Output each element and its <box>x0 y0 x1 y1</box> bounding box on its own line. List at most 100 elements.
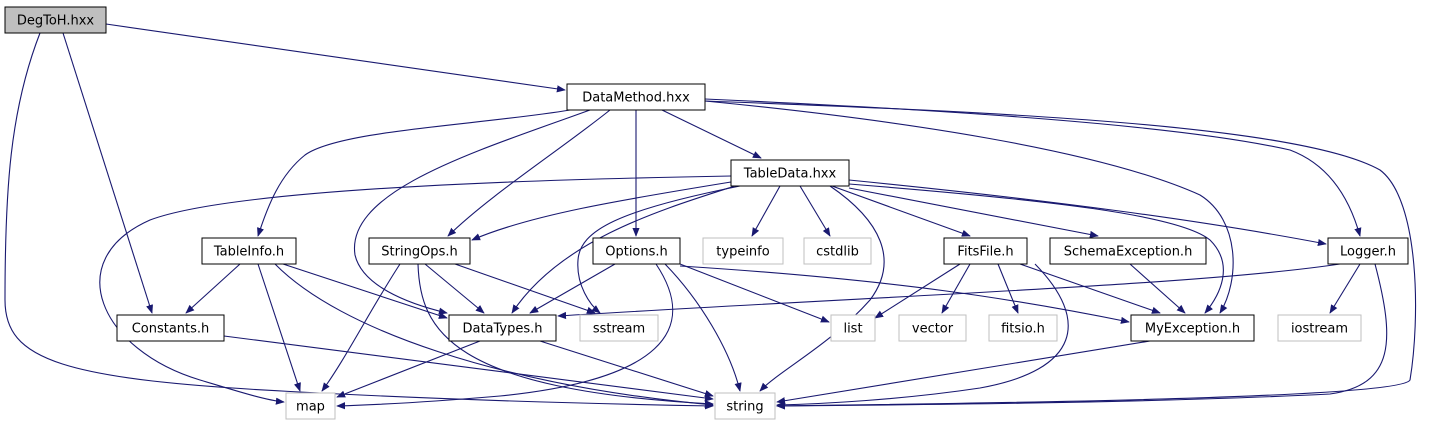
node-box-cstdlib <box>803 237 872 265</box>
node-label-constants: Constants.h <box>132 322 210 337</box>
edge-tabledata-to-logger <box>848 179 1327 247</box>
edge-datamethod-to-myexception <box>704 100 1234 314</box>
node-box-datatypes <box>448 314 557 342</box>
edge-tabledata-to-datatypes <box>511 185 736 314</box>
node-label-cstdlib: cstdlib <box>816 245 859 260</box>
node-label-sstream: sstream <box>593 322 645 337</box>
edge-tabledata-to-stringops <box>471 181 732 241</box>
edge-tableinfo-to-datatypes <box>282 263 448 319</box>
edge-datamethod-to-datatypes <box>354 109 591 315</box>
edge-tableinfo-to-map <box>257 263 301 392</box>
node-box-sstream <box>579 314 659 342</box>
node-list: list <box>830 314 876 342</box>
node-label-logger: Logger.h <box>1340 245 1396 260</box>
node-box-stringops <box>368 237 471 265</box>
node-box-logger <box>1327 237 1409 265</box>
node-tableinfo[interactable]: TableInfo.h <box>201 237 297 265</box>
edge-options-to-datatypes <box>529 263 616 314</box>
node-box-tabledata <box>730 159 850 187</box>
node-box-myexception <box>1130 314 1255 342</box>
node-options[interactable]: Options.h <box>592 237 681 265</box>
edge-tabledata-to-cstdlib <box>799 185 831 237</box>
node-label-datatypes: DataTypes.h <box>462 322 542 337</box>
node-box-fitsfile <box>943 237 1028 265</box>
edge-datatypes-to-string <box>539 340 714 397</box>
node-box-datamethod <box>566 83 706 111</box>
node-box-tableinfo <box>201 237 297 265</box>
node-box-iostream <box>1277 314 1362 342</box>
nodes-layer: DegToH.hxxDataMethod.hxxTableData.hxxTab… <box>4 6 1409 420</box>
edge-logger-to-string <box>776 263 1388 410</box>
edge-tableinfo-to-constants <box>185 263 241 314</box>
edge-degtoh-to-string <box>4 32 714 410</box>
node-logger[interactable]: Logger.h <box>1327 237 1409 265</box>
node-box-fitsio <box>988 314 1058 342</box>
edge-tabledata-to-myexception <box>848 183 1224 314</box>
edge-datamethod-to-tableinfo <box>257 109 571 237</box>
node-schemaexception[interactable]: SchemaException.h <box>1049 237 1207 265</box>
edge-options-to-list <box>679 263 830 323</box>
node-box-string <box>714 392 776 420</box>
node-box-vector <box>898 314 967 342</box>
node-label-iostream: iostream <box>1291 322 1348 337</box>
edge-stringops-to-datatypes <box>424 263 485 314</box>
node-datatypes[interactable]: DataTypes.h <box>448 314 557 342</box>
node-datamethod[interactable]: DataMethod.hxx <box>566 83 706 111</box>
edge-fitsfile-to-list <box>874 263 961 319</box>
node-stringops[interactable]: StringOps.h <box>368 237 471 265</box>
edge-fitsfile-to-vector <box>941 263 971 314</box>
edge-datatypes-to-map <box>336 340 481 398</box>
node-label-fitsfile: FitsFile.h <box>957 245 1013 260</box>
node-label-vector: vector <box>912 322 954 337</box>
node-box-constants <box>116 314 225 342</box>
node-box-schemaexception <box>1049 237 1207 265</box>
edge-schemaexception-to-myexception <box>1129 263 1186 314</box>
node-label-myexception: MyException.h <box>1145 322 1240 337</box>
edge-tabledata-to-sstream <box>577 185 741 314</box>
node-box-options <box>592 237 681 265</box>
edge-options-to-map <box>336 263 674 410</box>
edge-tabledata-to-typeinfo <box>751 185 781 237</box>
node-box-degtoh <box>4 6 107 34</box>
edge-datamethod-to-string <box>704 100 1417 410</box>
node-label-datamethod: DataMethod.hxx <box>582 91 690 106</box>
edge-fitsfile-to-string <box>776 263 1069 409</box>
edge-datamethod-to-tabledata <box>661 109 762 159</box>
node-box-map <box>285 392 336 420</box>
edges-layer <box>4 23 1417 410</box>
node-degtoh[interactable]: DegToH.hxx <box>4 6 107 34</box>
node-box-typeinfo <box>702 237 784 265</box>
edge-logger-to-datatypes <box>557 263 1341 320</box>
edge-tabledata-to-map <box>99 175 732 405</box>
edge-options-to-myexception <box>679 265 1130 324</box>
edge-tabledata-to-schemaexception <box>848 187 1099 239</box>
node-label-string: string <box>726 400 763 415</box>
edge-stringops-to-string <box>417 263 714 408</box>
node-myexception[interactable]: MyException.h <box>1130 314 1255 342</box>
node-map: map <box>285 392 336 420</box>
node-cstdlib: cstdlib <box>803 237 872 265</box>
edge-tabledata-to-string <box>759 185 885 392</box>
edge-myexception-to-string <box>776 340 1151 405</box>
node-label-stringops: StringOps.h <box>381 245 457 260</box>
node-label-tableinfo: TableInfo.h <box>213 245 284 260</box>
node-label-options: Options.h <box>605 245 668 260</box>
edge-logger-to-iostream <box>1329 263 1361 314</box>
node-fitsfile[interactable]: FitsFile.h <box>943 237 1028 265</box>
node-string: string <box>714 392 776 420</box>
edge-tabledata-to-fitsfile <box>831 185 971 237</box>
node-label-schemaexception: SchemaException.h <box>1064 245 1193 260</box>
node-tabledata[interactable]: TableData.hxx <box>730 159 850 187</box>
edge-datamethod-to-stringops <box>447 109 611 237</box>
node-label-tabledata: TableData.hxx <box>743 167 837 182</box>
node-label-degtoh: DegToH.hxx <box>17 14 95 29</box>
node-vector: vector <box>898 314 967 342</box>
edge-stringops-to-sstream <box>454 263 596 314</box>
edge-stringops-to-map <box>321 263 401 392</box>
node-constants[interactable]: Constants.h <box>116 314 225 342</box>
node-label-typeinfo: typeinfo <box>716 245 769 260</box>
node-sstream: sstream <box>579 314 659 342</box>
node-label-list: list <box>843 322 862 337</box>
node-iostream: iostream <box>1277 314 1362 342</box>
